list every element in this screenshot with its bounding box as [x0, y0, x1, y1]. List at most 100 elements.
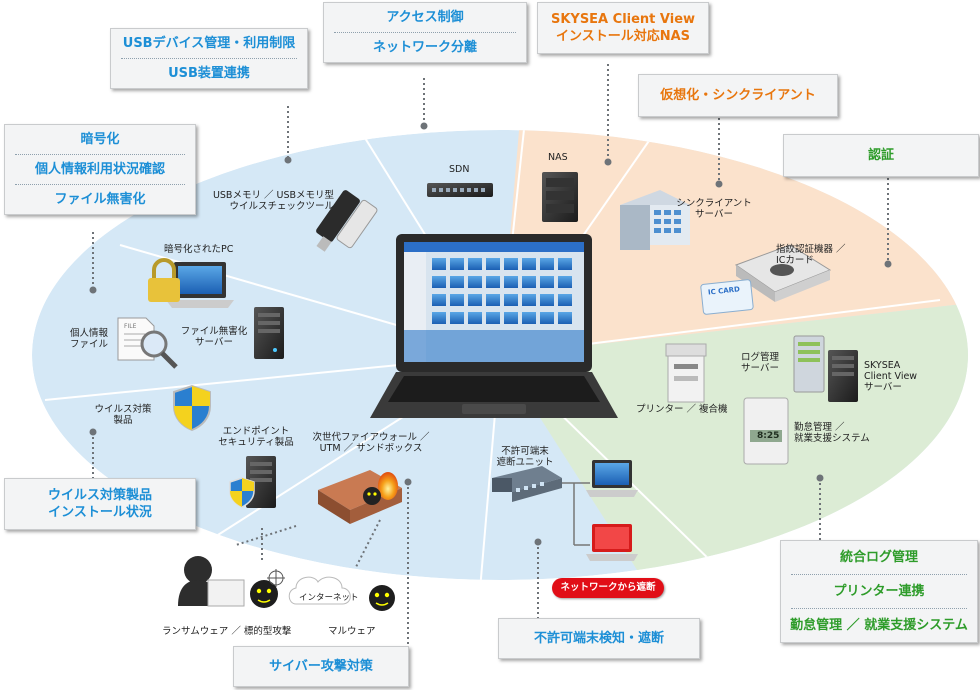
blocking-unit-label: 不許可端末 遮断ユニット: [488, 446, 562, 468]
sdn-switch-icon: [427, 183, 493, 197]
log-server-label: ログ管理 サーバー: [730, 352, 790, 374]
printer-label: プリンター ／ 複合機: [636, 404, 728, 415]
blocked-pc-icon: [586, 524, 638, 561]
callout-log-line2: プリンター連携: [833, 584, 925, 599]
callout-log-line1: 統合ログ管理: [839, 550, 918, 565]
fingerprint-label: 指紋認証機器 ／ ICカード: [776, 244, 846, 266]
magnifier-icon: [140, 330, 178, 369]
callout-auth: 認証: [783, 134, 979, 177]
ic-card-icon: [700, 279, 754, 315]
callout-access-line2: ネットワーク分離: [372, 40, 477, 55]
skysea-server-label-line1: SKYSEA: [864, 360, 901, 371]
fingerprint-reader-icon: [734, 244, 832, 302]
callout-skysea-nas-text: SKYSEA Client View インストール対応NAS: [538, 3, 708, 53]
printer-icon: [665, 343, 707, 403]
skysea-server-icon: [828, 350, 858, 402]
callout-log-line3: 勤怠管理 ／ 就業支援システム: [790, 618, 968, 633]
skysea-server-label: SKYSEA Client View サーバー: [864, 360, 917, 393]
log-server-icon: [793, 335, 825, 393]
malware-icon: [369, 585, 395, 611]
callout-log: 統合ログ管理 プリンター連携 勤怠管理 ／ 就業支援システム: [780, 540, 978, 643]
skysea-server-label-line3: サーバー: [864, 382, 902, 393]
callout-virtualization-line1: 仮想化・シンクライアント: [660, 88, 816, 103]
internet-cloud-icon: [288, 576, 351, 605]
nextgen-firewall-label: 次世代ファイアウォール ／ UTM ／ サンドボックス: [306, 432, 436, 454]
blocking-unit-label-line1: 不許可端末: [501, 446, 549, 457]
attendance-terminal-icon: [743, 397, 789, 465]
callout-antivirus-line2: インストール状況: [48, 505, 152, 520]
nextgen-firewall-label-line1: 次世代ファイアウォール ／: [312, 432, 430, 443]
callout-usb-line1: USBデバイス管理・利用制限: [122, 36, 296, 51]
nextgen-firewall-label-line2: UTM ／ サンドボックス: [319, 443, 423, 454]
callout-usb-line2: USB装置連携: [168, 66, 250, 81]
attendance-label: 勤怠管理 ／ 就業支援システム: [794, 422, 870, 444]
callout-encryption-line1: 暗号化: [80, 132, 120, 147]
zone-green: [500, 300, 968, 580]
clock-display: 8:25: [757, 431, 780, 441]
internet-label: インターネット: [299, 593, 359, 603]
sanitize-server-label-line1: ファイル無害化: [180, 326, 248, 337]
allowed-pc-icon: [586, 460, 638, 497]
firewall-icon: [318, 470, 402, 524]
callout-antivirus-text: ウイルス対策製品 インストール状況: [5, 479, 195, 529]
antivirus-product-label-line1: ウイルス対策: [94, 404, 152, 415]
sanitize-server-icon: [254, 307, 284, 359]
callout-access: アクセス制御 ネットワーク分離: [323, 2, 527, 63]
callout-virtualization: 仮想化・シンクライアント: [638, 74, 838, 117]
callout-access-line1: アクセス制御: [386, 10, 464, 25]
log-server-label-line2: サーバー: [741, 363, 779, 374]
encrypted-pc-label: 暗号化されたPC: [164, 244, 234, 255]
callout-antivirus: ウイルス対策製品 インストール状況: [4, 478, 196, 530]
attendance-label-line2: 就業支援システム: [794, 433, 870, 444]
callout-unauthorized-line1: 不許可端末検知・遮断: [533, 631, 664, 646]
callout-antivirus-line1: ウイルス対策製品: [47, 488, 152, 503]
fingerprint-label-line1: 指紋認証機器 ／: [776, 244, 846, 255]
laptop-icon: [370, 234, 618, 418]
callout-encryption: 暗号化 個人情報利用状況確認 ファイル無害化: [4, 124, 196, 215]
endpoint-label-line2: セキュリティ製品: [218, 437, 294, 448]
callout-encryption-line3: ファイル無害化: [54, 192, 146, 207]
usb-memory-icon: [316, 190, 378, 252]
nas-icon: [542, 172, 578, 222]
connectors: [92, 64, 889, 646]
log-server-label-line1: ログ管理: [740, 352, 779, 363]
antivirus-product-label-line2: 製品: [113, 415, 133, 426]
nas-label: NAS: [548, 152, 568, 163]
callout-skysea-nas-line2: インストール対応NAS: [555, 29, 691, 44]
callout-skysea-nas-line1: SKYSEA Client View: [550, 12, 696, 27]
thin-client-label-line1: シンクライアント: [676, 198, 752, 209]
callout-unauthorized: 不許可端末検知・遮断: [498, 618, 700, 659]
crosshair-icon: [267, 569, 285, 587]
personal-file-label-line2: ファイル: [69, 339, 108, 350]
usb-memory-label-line1: USBメモリ ／ USBメモリ型: [212, 190, 334, 201]
thin-client-label: シンクライアント サーバー: [668, 198, 760, 220]
endpoint-label-line1: エンドポイント: [222, 426, 290, 437]
endpoint-label: エンドポイント セキュリティ製品: [214, 426, 298, 448]
virus-icon: [250, 580, 278, 608]
network-lines: [562, 482, 590, 546]
file-tag: FILE: [124, 323, 137, 330]
endpoint-security-icon: [229, 456, 276, 508]
callout-auth-line1: 認証: [867, 148, 894, 163]
fingerprint-label-line2: ICカード: [776, 255, 814, 266]
callout-skysea-nas: SKYSEA Client View インストール対応NAS: [537, 2, 709, 54]
sanitize-server-label: ファイル無害化 サーバー: [176, 326, 252, 348]
blocking-unit-icon: [492, 466, 562, 502]
callout-encryption-line2: 個人情報利用状況確認: [34, 162, 165, 177]
usb-memory-label-line2: ウイルスチェックツール: [229, 201, 334, 212]
callout-usb: USBデバイス管理・利用制限 USB装置連携: [110, 28, 308, 89]
malware-label: マルウェア: [328, 626, 376, 637]
thin-client-server-icon: [620, 190, 690, 250]
hacker-icon: [178, 556, 245, 607]
personal-file-label: 個人情報 ファイル: [64, 328, 114, 350]
usb-memory-label: USBメモリ ／ USBメモリ型 ウイルスチェックツール: [210, 190, 334, 212]
ransomware-label: ランサムウェア ／ 標的型攻撃: [162, 626, 292, 637]
encrypted-pc-icon: [166, 262, 234, 308]
callout-cyber-line1: サイバー攻撃対策: [269, 659, 373, 674]
sdn-label: SDN: [449, 164, 470, 175]
thin-client-label-line2: サーバー: [695, 209, 733, 220]
sanitize-server-label-line2: サーバー: [195, 337, 233, 348]
personal-file-label-line1: 個人情報: [69, 328, 108, 339]
